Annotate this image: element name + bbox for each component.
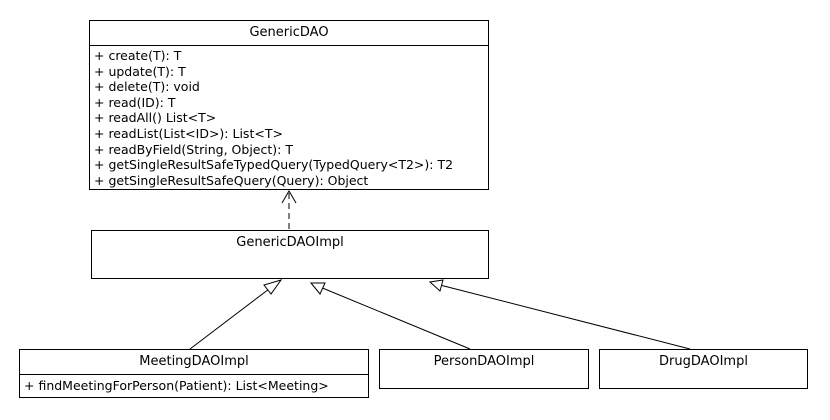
generalization-meeting-dao-impl [189,279,283,350]
operations-compartment: + findMeetingForPerson(Patient): List<Me… [20,374,368,397]
operations-compartment: + create(T): T + update(T): T + delete(T… [90,45,488,189]
class-person-dao-impl[interactable]: PersonDAOImpl [379,349,589,389]
class-name: GenericDAO [249,25,329,40]
realization-generic-dao-impl-to-generic-dao [281,190,297,229]
operation: + create(T): T [94,48,182,63]
generalization-drug-dao-impl [428,279,691,350]
class-generic-dao-impl[interactable]: GenericDAOImpl [91,230,489,279]
generalization-person-dao-impl [309,282,471,350]
class-name: MeetingDAOImpl [139,354,249,369]
class-meeting-dao-impl[interactable]: MeetingDAOImpl + findMeetingForPerson(Pa… [19,349,369,398]
class-name: PersonDAOImpl [433,354,535,369]
operation: + read(ID): T [94,94,176,110]
operation: + delete(T): void [94,79,200,95]
operation: + update(T): T [94,63,186,79]
operation: + getSingleResultSafeQuery(Query): Objec… [94,172,369,188]
operation: + findMeetingForPerson(Patient): List<Me… [24,378,329,393]
class-name: GenericDAOImpl [236,235,344,250]
operation: + getSingleResultSafeTypedQuery(TypedQue… [94,157,454,173]
class-drug-dao-impl[interactable]: DrugDAOImpl [599,349,808,389]
operation: + readAll() List<T> [94,110,217,126]
class-name: DrugDAOImpl [659,354,748,369]
class-generic-dao[interactable]: GenericDAO + create(T): T + update(T): T… [89,20,489,190]
operation: + readList(List<ID>): List<T> [94,125,283,141]
operation: + readByField(String, Object): T [94,141,293,157]
